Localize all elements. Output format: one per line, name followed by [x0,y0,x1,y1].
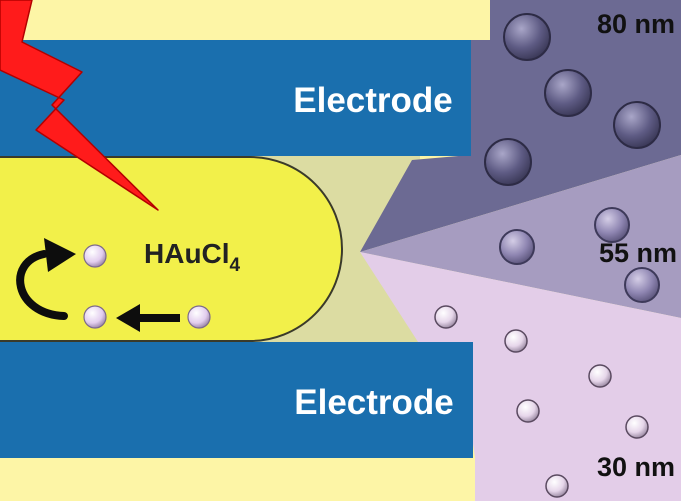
precursor-formula: HAuCl [144,238,230,269]
precursor-label: HAuCl4 [144,238,241,276]
particle-30nm [545,474,569,498]
particle-30nm [516,399,540,423]
particle-30nm [625,415,649,439]
left-arrow-icon [116,304,140,332]
seed-particle [187,305,211,329]
curved-arrow-head [44,238,76,272]
particle-80nm [613,101,661,149]
top-electrode-label: Electrode [293,81,453,120]
size-label-55nm: 55 nm [599,238,677,268]
region-80nm [360,0,681,252]
particle-80nm [503,13,551,61]
particle-80nm [544,69,592,117]
plasma-capsule [0,156,343,342]
particle-30nm [588,364,612,388]
lightning-bolt-icon [0,0,159,211]
particle-80nm [484,138,532,186]
particle-55nm [499,229,535,265]
curved-arrow-icon [16,250,68,320]
size-label-30nm: 30 nm [597,452,675,482]
particle-55nm [594,207,630,243]
particle-55nm [624,267,660,303]
bottom-electrode [0,342,473,458]
seed-particle [83,305,107,329]
seed-particle [83,244,107,268]
size-label-80nm: 80 nm [597,9,675,39]
particle-30nm [504,329,528,353]
bottom-electrode-label: Electrode [294,383,454,422]
precursor-subscript: 4 [230,255,241,276]
particle-30nm [434,305,458,329]
